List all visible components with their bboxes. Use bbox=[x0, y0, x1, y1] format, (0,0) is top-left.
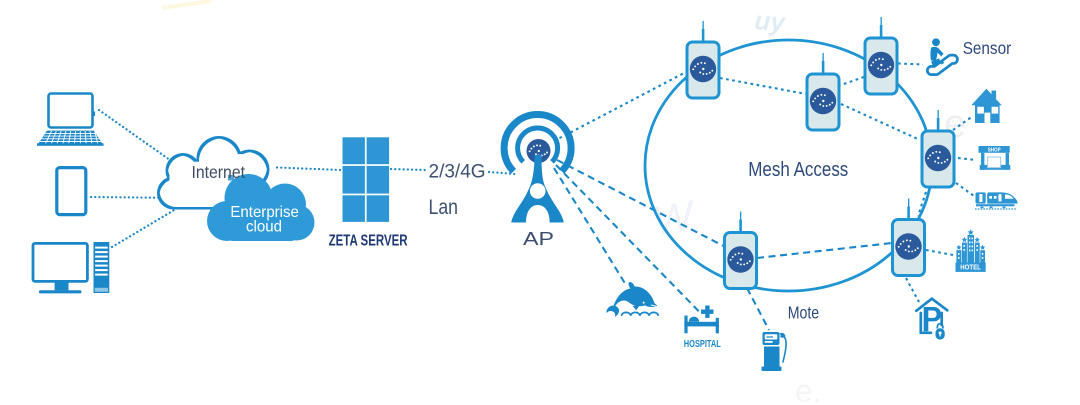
svg-text:Sensor: Sensor bbox=[963, 38, 1012, 58]
svg-text:HOTEL: HOTEL bbox=[960, 263, 981, 272]
svg-text:uy: uy bbox=[754, 5, 788, 37]
svg-text:cloud: cloud bbox=[246, 219, 282, 236]
svg-text:Internet: Internet bbox=[192, 162, 246, 182]
svg-text:HOSPITAL: HOSPITAL bbox=[684, 338, 721, 350]
svg-text:Mesh Access: Mesh Access bbox=[748, 159, 848, 181]
svg-text:SHOP: SHOP bbox=[988, 148, 1001, 154]
svg-text:2/3/4G: 2/3/4G bbox=[429, 162, 486, 183]
svg-text:ZETA SERVER: ZETA SERVER bbox=[329, 233, 408, 250]
svg-text:Lan: Lan bbox=[429, 195, 459, 219]
svg-text:AP: AP bbox=[523, 229, 554, 249]
svg-text:Enterprise: Enterprise bbox=[230, 204, 299, 221]
svg-text:e.: e. bbox=[795, 373, 822, 405]
svg-text:Mote: Mote bbox=[788, 303, 820, 323]
